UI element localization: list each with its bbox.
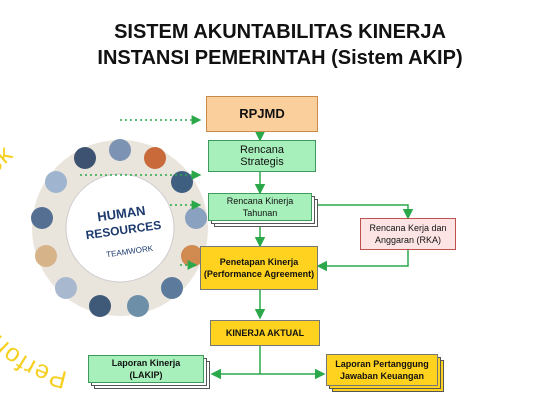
arrow-rka-pk [316,250,409,272]
keuangan-box: Laporan Pertanggung Jawaban Keuangan [326,354,438,386]
board-line-1: HUMAN [96,203,146,225]
rkt-label-1: Rencana Kinerja [226,196,294,206]
people-icon [31,139,207,317]
rka-label-2: Anggaran (RKA) [374,235,442,245]
rka-box: Rencana Kerja dan Anggaran (RKA) [360,218,456,250]
rkt-label-2: Tahunan [242,208,278,218]
renstra-label-1: Rencana [239,144,285,156]
title-line-1: SISTEM AKUNTABILITAS KINERJA [114,21,446,43]
pk-label-1: Penetapan Kinerja [219,257,299,267]
rpjmd-label: RPJMD [239,106,285,121]
rkt-box: Rencana Kinerja Tahunan [208,193,312,221]
renstra-box: Rencana Strategis [208,140,316,172]
rpjmd-box: RPJMD [206,96,318,132]
title-line-2: INSTANSI PEMERINTAH (Sistem AKIP) [97,47,463,69]
keuangan-label-1: Laporan Pertanggung [335,359,429,369]
lakip-label-1: Laporan Kinerja [111,358,181,368]
penetapan-kinerja-box: Penetapan Kinerja (Performance Agreement… [200,246,318,290]
lakip-label-2: (LAKIP) [129,370,163,380]
renstra-label-2: Strategis [240,156,284,168]
kinerja-aktual-box: KINERJA AKTUAL [210,320,320,346]
lakip-box: Laporan Kinerja (LAKIP) [88,355,204,383]
aktual-label: KINERJA AKTUAL [225,328,305,338]
pk-label-2: (Performance Agreement) [203,269,315,279]
arrow-rkt-rka [312,204,414,220]
human-resources-illustration: HUMAN RESOURCES TEAMWORK [31,139,208,317]
keuangan-label-2: Jawaban Keuangan [339,371,425,381]
rka-label-1: Rencana Kerja dan [369,223,447,233]
